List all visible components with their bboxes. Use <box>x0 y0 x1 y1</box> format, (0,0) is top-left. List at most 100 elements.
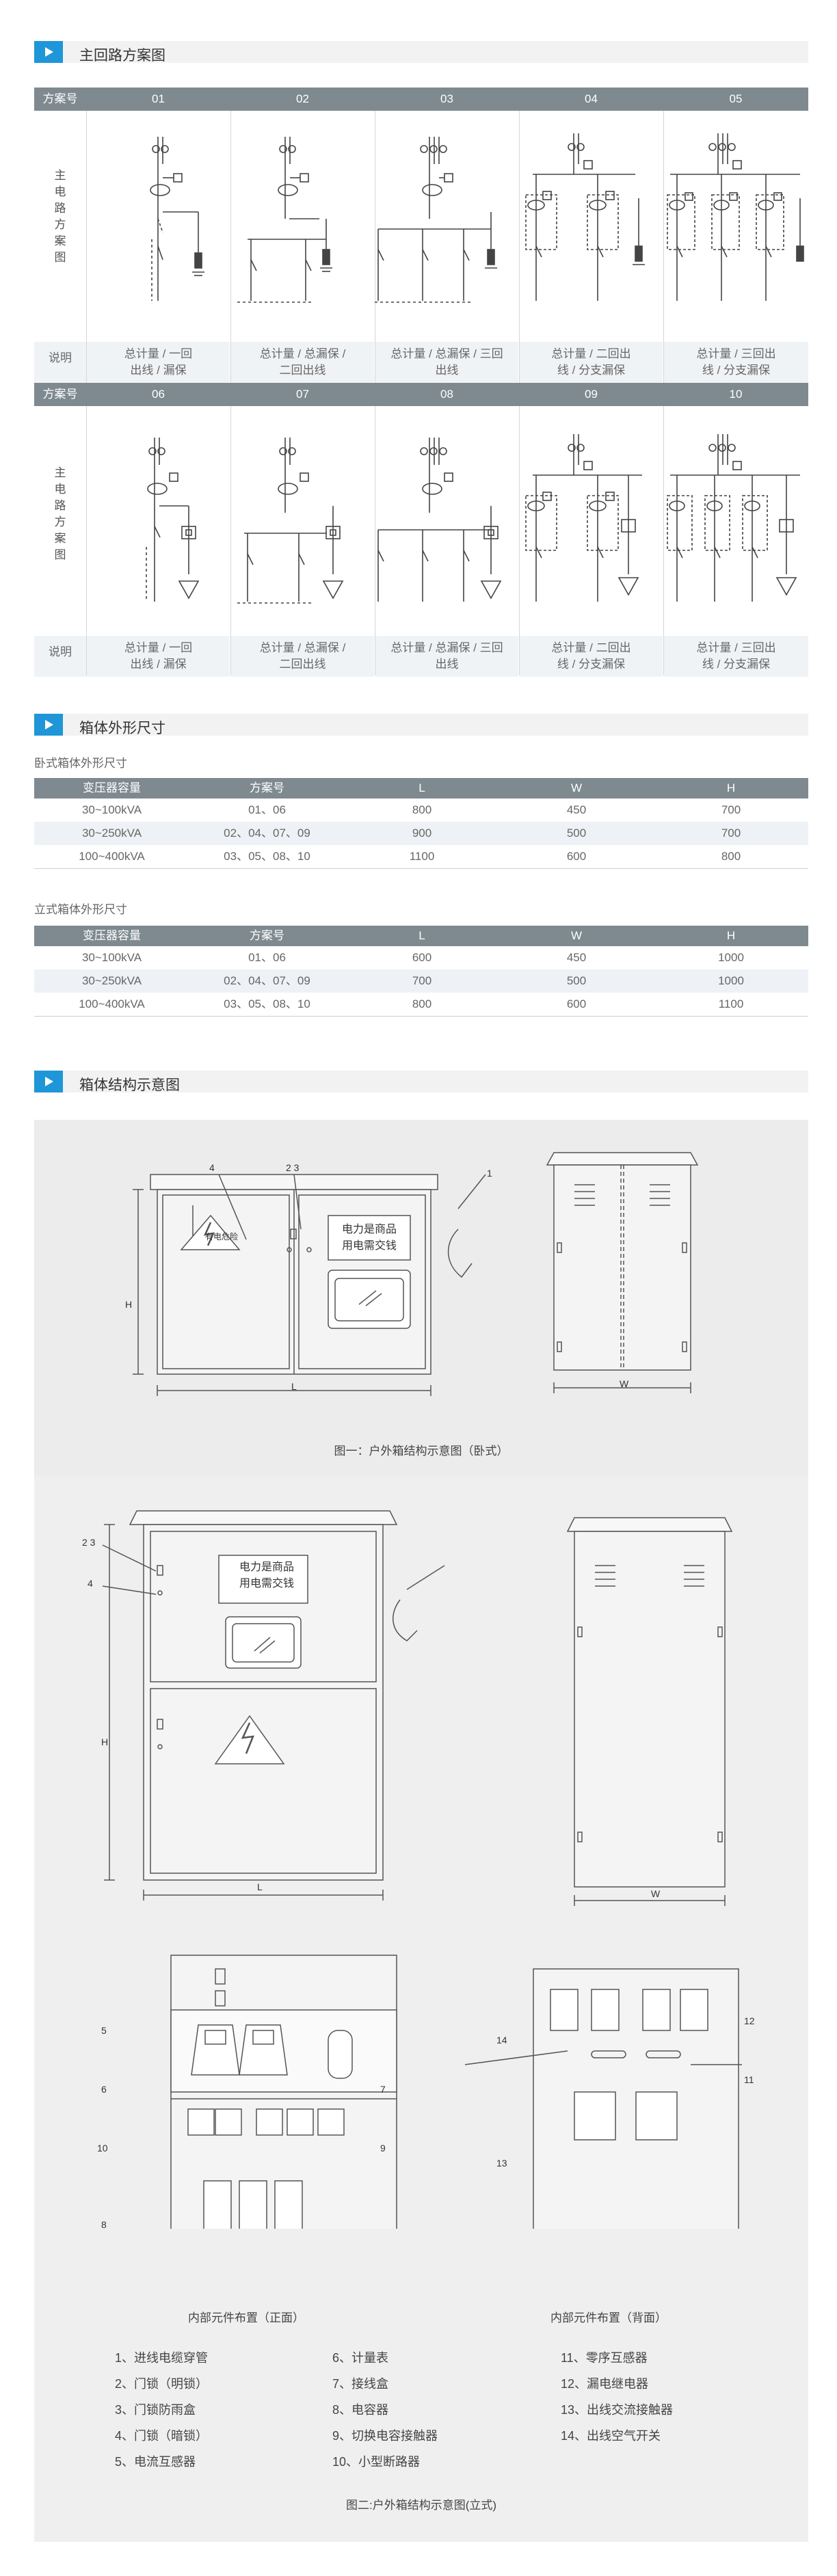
table-cell: 1000 <box>718 974 744 987</box>
legend-item: 1、进线电缆穿管 <box>115 2351 209 2365</box>
desc-line: 总计量 / 二回出 <box>551 347 631 360</box>
legend-item: 12、漏电继电器 <box>561 2377 649 2391</box>
scheme-desc: 总计量 / 三回出线 / 分支漏保 <box>664 636 808 677</box>
table-cell: 02、04、07、09 <box>224 974 310 987</box>
desc-line: 出线 / 漏保 <box>130 364 187 377</box>
callout-number: 12 <box>744 2015 755 2026</box>
table-cell: 30~100kVA <box>81 951 142 964</box>
table-bottom-rule <box>34 1016 808 1017</box>
table-cell: 03、05、08、10 <box>224 997 310 1010</box>
sign-line: 电力是商品 <box>341 1222 397 1235</box>
scheme-desc: 总计量 / 总漏保 /二回出线 <box>231 342 374 383</box>
scheme-header-row-2: 方案号 06 07 08 09 10 <box>34 383 808 406</box>
table-row-shade <box>34 822 808 845</box>
callout-number: 10 <box>97 2143 108 2154</box>
circuit-diagram-10 <box>667 434 800 602</box>
table-cell: 1100 <box>409 850 435 863</box>
dimension-h: H <box>101 1736 109 1747</box>
legend-item: 13、出线交流接触器 <box>561 2403 674 2417</box>
callout-number: 13 <box>496 2158 507 2169</box>
circuit-diagram-01 <box>150 137 204 301</box>
table-header-cell: H <box>654 926 808 946</box>
table-cell: 600 <box>566 997 587 1010</box>
table-cell: 700 <box>721 827 741 840</box>
scheme-desc: 总计量 / 三回出线 / 分支漏保 <box>664 342 808 383</box>
warning-label: 有电危险 <box>205 1232 239 1242</box>
circuit-diagram-03 <box>375 137 497 303</box>
callout-number: 8 <box>101 2219 107 2230</box>
table-cell: 800 <box>412 803 432 816</box>
legend-item: 3、门锁防雨盒 <box>115 2403 196 2417</box>
scheme-number: 01 <box>152 92 165 105</box>
legend-item: 9、切换电容接触器 <box>332 2429 438 2443</box>
dimension-h: H <box>125 1299 133 1310</box>
scheme-desc: 总计量 / 一回出线 / 漏保 <box>87 636 230 677</box>
divider <box>663 406 664 675</box>
dimension-l: L <box>257 1881 263 1892</box>
desc-line: 总计量 / 总漏保 / 三回 <box>390 641 503 654</box>
horizontal-dimension-table: 变压器容量 方案号 L W H 30~100kVA 01、06 800 450 … <box>34 778 808 869</box>
divider <box>86 111 87 383</box>
divider <box>230 111 231 383</box>
legend-item: 4、门锁（暗锁） <box>115 2429 209 2443</box>
legend-item: 8、电容器 <box>332 2403 389 2417</box>
table-cell: 700 <box>721 803 741 816</box>
diagram-label-text: 主电路方案图 <box>54 169 66 264</box>
legend-item: 14、出线空气开关 <box>561 2429 661 2443</box>
desc-line: 线 / 分支漏保 <box>557 364 626 377</box>
electricity-sign: 电力是商品 用电需交钱 <box>328 1221 410 1254</box>
desc-line: 线 / 分支漏保 <box>702 364 771 377</box>
desc-line: 总计量 / 三回出 <box>696 641 776 654</box>
dimension-l: L <box>291 1381 297 1392</box>
sign-line: 用电需交钱 <box>239 1577 294 1589</box>
table-cell: 1100 <box>718 997 744 1010</box>
divider <box>230 406 231 675</box>
table-header-cell: W <box>499 926 654 946</box>
table-cell: 01、06 <box>248 803 286 816</box>
divider <box>663 111 664 383</box>
legend-item: 11、零序互感器 <box>561 2351 648 2365</box>
play-arrow-icon <box>34 41 63 63</box>
legend-item: 5、电流互感器 <box>115 2455 196 2469</box>
circuit-diagrams-group-1 <box>150 133 804 303</box>
circuit-diagram-05 <box>667 133 804 301</box>
desc-line: 出线 / 漏保 <box>130 658 187 671</box>
sign-line: 电力是商品 <box>239 1560 294 1573</box>
callout-number: 11 <box>744 2074 754 2085</box>
scheme-number: 02 <box>296 92 309 105</box>
legend-item: 2、门锁（明锁） <box>115 2377 209 2391</box>
circuit-diagrams-group-2 <box>146 434 800 604</box>
scheme-header-row-1: 方案号 01 02 03 04 05 <box>34 88 808 111</box>
table-cell: 800 <box>412 997 432 1010</box>
circuit-diagram-08 <box>377 438 502 602</box>
legend-column-3: 11、零序互感器 12、漏电继电器 13、出线交流接触器 14、出线空气开关 <box>561 2345 673 2449</box>
table-cell: 500 <box>566 827 587 840</box>
table-cell: 03、05、08、10 <box>224 850 310 863</box>
callout-number: 4 <box>209 1162 215 1173</box>
scheme-number: 08 <box>440 388 453 401</box>
table-header-cell: 变压器容量 <box>34 778 189 799</box>
table-cell: 30~250kVA <box>81 827 142 840</box>
desc-line: 总计量 / 总漏保 / 三回 <box>390 347 503 360</box>
divider <box>519 406 520 675</box>
scheme-desc: 总计量 / 总漏保 / 三回出线 <box>375 342 518 383</box>
legend-column-2: 6、计量表 7、接线盒 8、电容器 9、切换电容接触器 10、小型断路器 <box>332 2345 438 2475</box>
table-header-cell: H <box>654 778 808 799</box>
figure-1-drawing <box>133 1152 699 1396</box>
circuit-diagram-04 <box>525 133 645 301</box>
table-cell: 700 <box>412 974 432 987</box>
table-cell: 100~400kVA <box>79 997 145 1010</box>
table-cell: 450 <box>566 951 587 964</box>
play-arrow-icon <box>34 714 63 736</box>
table-header-cell: 变压器容量 <box>34 926 189 946</box>
table-row-shade <box>34 969 808 993</box>
table-cell: 01、06 <box>248 951 286 964</box>
scheme-desc: 总计量 / 一回出线 / 漏保 <box>87 342 230 383</box>
desc-line: 二回出线 <box>279 364 326 377</box>
table-caption: 卧式箱体外形尺寸 <box>34 757 127 770</box>
circuit-diagram-09 <box>525 434 642 602</box>
table-cell: 100~400kVA <box>79 850 145 863</box>
scheme-number: 05 <box>729 92 743 105</box>
scheme-number: 03 <box>440 92 453 105</box>
circuit-diagram-07 <box>237 438 344 604</box>
